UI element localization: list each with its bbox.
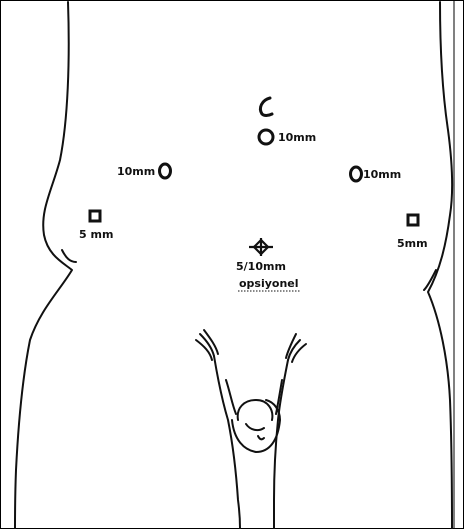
- port-note: opsiyonel: [239, 277, 299, 290]
- port-label: 5 mm: [79, 228, 113, 241]
- port-label: 10mm: [278, 131, 316, 144]
- port-label: 10mm: [117, 165, 155, 178]
- port-label: 5mm: [397, 237, 428, 250]
- port-label: 10mm: [363, 168, 401, 181]
- port-label: 5/10mm: [236, 260, 286, 273]
